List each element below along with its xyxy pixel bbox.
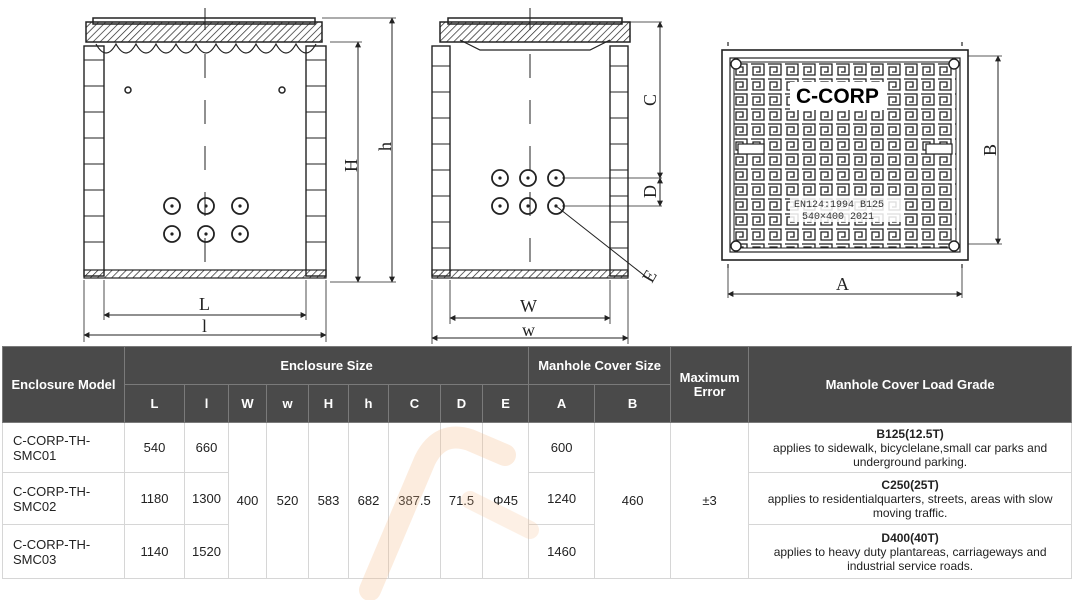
side-view-drawing: H h L l <box>83 8 396 342</box>
subheader-E: E <box>481 384 530 423</box>
dim-label-L: L <box>199 294 210 314</box>
cell-H: 583 <box>308 422 349 579</box>
grade-name: B125(12.5T) <box>876 426 944 441</box>
table-row: C-CORP-TH-SMC01 540 660 400 520 583 682 … <box>2 422 1073 579</box>
grade-name: C250(25T) <box>881 477 939 492</box>
grade-description: applies to heavy duty plantareas, carria… <box>773 544 1047 573</box>
header-maximum-error: Maximum Error <box>670 346 750 423</box>
cell-l: 1300 <box>184 472 229 525</box>
table-row: C-CORP-TH-SMC02 1180 1300 1240 C250(25T)… <box>2 472 1073 525</box>
cell-model: C-CORP-TH-SMC02 <box>2 472 125 525</box>
cover-plate-line1: EN124:1994 B125 <box>794 200 884 211</box>
dim-label-H: H <box>341 159 361 172</box>
front-view-drawing: C D W w E <box>431 8 663 344</box>
header-enclosure-model: Enclosure Model <box>2 346 125 423</box>
cell-L: 1180 <box>124 472 185 525</box>
subheader-W: W <box>228 384 267 423</box>
dim-label-W: W <box>520 296 537 316</box>
subheader-w: w <box>266 384 309 423</box>
subheader-B: B <box>594 384 672 423</box>
dim-label-l: l <box>202 316 207 336</box>
dim-label-h: h <box>375 142 395 151</box>
cell-L: 1140 <box>124 524 185 579</box>
dim-label-B: B <box>980 144 1000 156</box>
header-load-grade: Manhole Cover Load Grade <box>748 346 1073 423</box>
cell-E: Φ45 <box>481 422 530 579</box>
dim-label-E: E <box>638 266 661 286</box>
subheader-l: l <box>184 384 229 423</box>
technical-drawings: H h L l C D W w E <box>83 8 1002 344</box>
cell-L: 540 <box>124 422 185 473</box>
cell-W: 400 <box>228 422 267 579</box>
cell-error: ±3 <box>670 422 750 579</box>
cell-grade: D400(40T) applies to heavy duty plantare… <box>748 524 1073 579</box>
top-view-cover-drawing: C-CORP EN124:1994 B125 540×400 2021 B A <box>721 42 1002 298</box>
cell-l: 660 <box>184 422 229 473</box>
cell-D: 71.5 <box>440 422 483 579</box>
dim-label-A: A <box>836 274 849 294</box>
subheader-A: A <box>528 384 596 423</box>
dim-label-w: w <box>522 320 535 340</box>
cover-plate-line2: 540×400 2021 <box>802 212 874 223</box>
cell-h: 682 <box>348 422 389 579</box>
grade-name: D400(40T) <box>881 530 939 545</box>
grade-description: applies to sidewalk, bicyclelane,small c… <box>773 440 1048 469</box>
cell-A: 600 <box>528 422 596 473</box>
cell-C: 387.5 <box>388 422 441 579</box>
dim-label-D: D <box>640 185 660 198</box>
table-row: C-CORP-TH-SMC03 1140 1520 1460 D400(40T)… <box>2 524 1073 579</box>
cell-w: 520 <box>266 422 309 579</box>
dim-label-C: C <box>640 94 660 106</box>
subheader-h: h <box>348 384 389 423</box>
subheader-H: H <box>308 384 349 423</box>
cover-brand-text: C-CORP <box>796 85 879 108</box>
cell-A: 1240 <box>528 472 596 525</box>
subheader-L: L <box>124 384 185 423</box>
header-enclosure-size: Enclosure Size <box>123 346 530 385</box>
cell-model: C-CORP-TH-SMC03 <box>2 524 125 579</box>
cell-l: 1520 <box>184 524 229 579</box>
cell-model: C-CORP-TH-SMC01 <box>2 422 125 473</box>
specification-table: Enclosure Model Enclosure Size Manhole C… <box>2 346 1073 579</box>
subheader-C: C <box>388 384 441 423</box>
header-cover-size: Manhole Cover Size <box>528 346 672 385</box>
cell-A: 1460 <box>528 524 596 579</box>
grade-description: applies to residentialquarters, streets,… <box>767 491 1053 520</box>
cell-grade: B125(12.5T) applies to sidewalk, bicycle… <box>748 422 1073 473</box>
cell-grade: C250(25T) applies to residentialquarters… <box>748 472 1073 525</box>
cell-B: 460 <box>594 422 672 579</box>
subheader-D: D <box>440 384 483 423</box>
